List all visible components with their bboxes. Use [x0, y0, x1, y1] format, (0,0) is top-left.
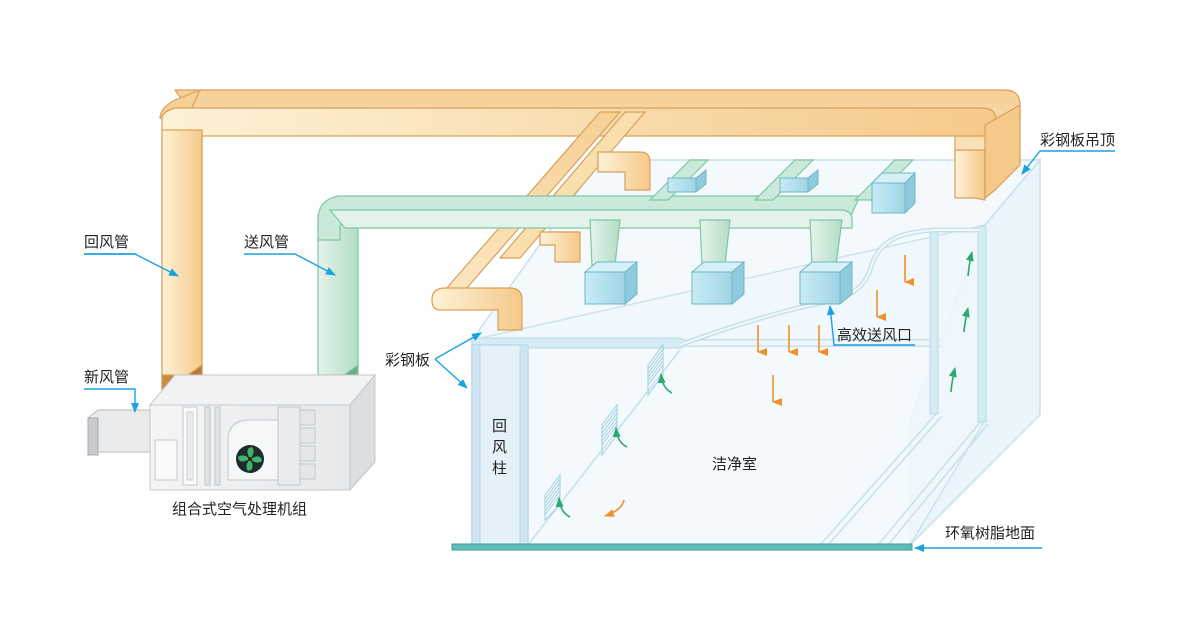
- leader-fresh-air: [84, 388, 139, 413]
- curve-up-arrow: [555, 497, 571, 518]
- label-ceiling: 彩钢板吊顶: [1040, 131, 1115, 149]
- leader-supply-duct: [244, 253, 336, 276]
- leader-steel-panel-bottom: [434, 358, 468, 389]
- return-airflow-arrows: [555, 251, 974, 518]
- label-epoxy-floor: 环氧树脂地面: [945, 524, 1035, 542]
- return-air-duct: [159, 88, 1021, 391]
- return-duct-riser: [161, 129, 203, 391]
- label-return-duct: 回风管: [84, 233, 129, 251]
- supply-duct-riser: [317, 214, 359, 391]
- label-supply-duct: 送风管: [244, 233, 289, 251]
- supply-airflow-arrows: [604, 255, 914, 517]
- curve-up-arrow: [948, 367, 957, 393]
- curve-up-arrow: [612, 427, 628, 448]
- label-cleanroom: 洁净室: [712, 455, 757, 473]
- hepa-outlet-box: [667, 168, 707, 194]
- return-column-right-a: [929, 227, 939, 415]
- epoxy-floor: [451, 543, 913, 551]
- hepa-outlet-box: [798, 260, 854, 306]
- return-column-right-b: [977, 225, 987, 423]
- floor-diagonal: [527, 349, 681, 546]
- label-return-column-2: 风: [492, 438, 507, 456]
- fan-icon: [236, 445, 264, 473]
- leader-hepa: [826, 305, 915, 346]
- curve-up-arrow: [965, 251, 974, 277]
- hepa-outlet-box: [690, 260, 746, 306]
- hepa-outlet-box: [870, 171, 917, 215]
- curve-up-arrow: [657, 373, 673, 394]
- leader-ceiling: [1021, 150, 1115, 175]
- hepa-outlet-box: [583, 260, 639, 306]
- curve-up-arrow: [961, 307, 970, 333]
- label-return-column-1: 回: [492, 417, 507, 435]
- curve-arrow: [604, 499, 625, 517]
- label-return-column-3: 柱: [492, 459, 507, 477]
- supply-air-duct: [317, 159, 915, 391]
- hepa-outlet-box: [779, 168, 819, 194]
- air-handling-unit: [87, 373, 377, 492]
- label-fresh-air-duct: 新风管: [84, 368, 129, 386]
- label-steel-panel: 彩钢板: [385, 351, 430, 369]
- label-hepa-outlet: 高效送风口: [837, 326, 912, 344]
- column-post-left: [471, 344, 481, 546]
- label-ahu: 组合式空气处理机组: [172, 500, 307, 518]
- leader-steel-panel-top: [434, 332, 482, 360]
- column-post-right: [519, 344, 529, 546]
